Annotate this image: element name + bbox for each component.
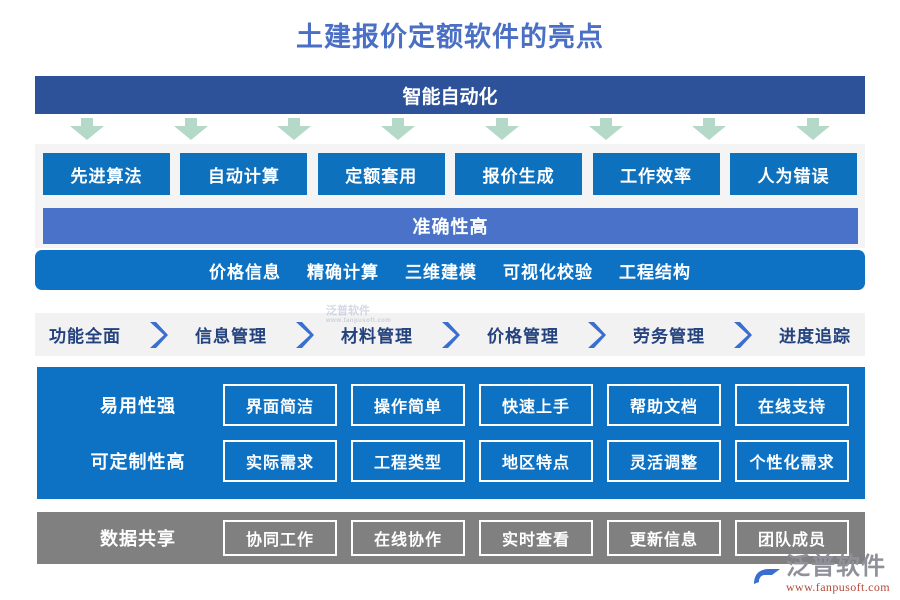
customization-cell[interactable]: 灵活调整: [607, 440, 721, 482]
automation-box[interactable]: 定额套用: [317, 153, 445, 195]
data-sharing-cell[interactable]: 在线协作: [351, 520, 465, 556]
usability-cell[interactable]: 操作简单: [351, 384, 465, 426]
usability-row: 易用性强 界面简洁 操作简单 快速上手 帮助文档 在线支持: [53, 384, 849, 426]
automation-box[interactable]: 报价生成: [455, 153, 583, 195]
automation-box[interactable]: 人为错误: [729, 153, 857, 195]
customization-row-label: 可定制性高: [90, 452, 186, 472]
feature-step-label[interactable]: 材料管理: [341, 327, 413, 346]
chevron-right-icon: [586, 320, 606, 350]
usability-panel: 易用性强 界面简洁 操作简单 快速上手 帮助文档 在线支持 可定制性高 实际需求…: [37, 367, 865, 499]
chevron-right-icon: [440, 320, 460, 350]
customization-cell[interactable]: 工程类型: [351, 440, 465, 482]
down-arrow-icon: [692, 118, 727, 140]
brand-url: www.fanpusoft.com: [785, 580, 890, 594]
chevron-right-icon: [732, 320, 752, 350]
down-arrow-icon: [381, 118, 416, 140]
data-sharing-panel: 数据共享 协同工作 在线协作 实时查看 更新信息 团队成员: [37, 512, 865, 564]
feature-step-label[interactable]: 信息管理: [195, 327, 267, 346]
page-title: 土建报价定额软件的亮点: [296, 22, 604, 52]
data-sharing-cell[interactable]: 实时查看: [479, 520, 593, 556]
brand-text: 泛普软件 www.fanpusoft.com: [786, 554, 890, 594]
down-arrow-icon: [277, 118, 312, 140]
down-arrow-icon: [484, 118, 519, 140]
accuracy-item[interactable]: 价格信息: [209, 262, 281, 282]
customization-cell[interactable]: 实际需求: [223, 440, 337, 482]
accuracy-items-bar: 价格信息 精确计算 三维建模 可视化校验 工程结构: [35, 250, 865, 290]
customization-cell[interactable]: 地区特点: [479, 440, 593, 482]
chevron-right-icon: [148, 320, 168, 350]
accuracy-item[interactable]: 工程结构: [619, 262, 691, 282]
customization-row-cells: 实际需求 工程类型 地区特点 灵活调整 个性化需求: [223, 440, 849, 482]
data-sharing-cells: 协同工作 在线协作 实时查看 更新信息 团队成员: [223, 520, 849, 556]
down-arrow-icon: [796, 118, 831, 140]
feature-step-label[interactable]: 功能全面: [49, 327, 121, 346]
brand-name: 泛普软件: [785, 554, 886, 580]
accuracy-item[interactable]: 精确计算: [307, 262, 379, 282]
usability-cell[interactable]: 在线支持: [735, 384, 849, 426]
data-sharing-cell[interactable]: 团队成员: [735, 520, 849, 556]
usability-cell[interactable]: 快速上手: [479, 384, 593, 426]
down-arrow-icon: [173, 118, 208, 140]
brand-logo: 泛普软件 www.fanpusoft.com: [752, 554, 890, 594]
automation-box[interactable]: 自动计算: [180, 153, 308, 195]
automation-box[interactable]: 先进算法: [43, 153, 170, 195]
usability-row-label: 易用性强: [100, 396, 176, 416]
fanpu-logo-icon: [752, 564, 782, 594]
chevron-right-icon: [294, 320, 314, 350]
feature-step-label[interactable]: 进度追踪: [779, 327, 851, 346]
down-arrow-icon: [69, 118, 104, 140]
feature-step-label[interactable]: 劳务管理: [633, 327, 705, 346]
section-accuracy-header-label: 准确性高: [412, 217, 489, 237]
data-sharing-cell[interactable]: 协同工作: [223, 520, 337, 556]
automation-box[interactable]: 工作效率: [592, 153, 720, 195]
feature-step-label[interactable]: 价格管理: [487, 327, 559, 346]
usability-cell[interactable]: 界面简洁: [223, 384, 337, 426]
features-chevron-band: 功能全面 信息管理 材料管理 价格管理 劳务管理 进度追踪: [35, 313, 865, 356]
section-automation-header: 智能自动化: [35, 76, 865, 114]
customization-row: 可定制性高 实际需求 工程类型 地区特点 灵活调整 个性化需求: [53, 440, 849, 482]
down-arrow-row: [35, 118, 865, 142]
accuracy-item[interactable]: 三维建模: [405, 262, 477, 282]
usability-row-cells: 界面简洁 操作简单 快速上手 帮助文档 在线支持: [223, 384, 849, 426]
section-accuracy-header: 准确性高: [43, 208, 858, 244]
customization-cell[interactable]: 个性化需求: [735, 440, 849, 482]
accuracy-item[interactable]: 可视化校验: [503, 262, 593, 282]
usability-cell[interactable]: 帮助文档: [607, 384, 721, 426]
data-sharing-label: 数据共享: [100, 529, 176, 549]
automation-boxes-row: 先进算法 自动计算 定额套用 报价生成 工作效率 人为错误: [35, 144, 865, 204]
section-automation-header-label: 智能自动化: [402, 86, 498, 108]
down-arrow-icon: [588, 118, 623, 140]
data-sharing-cell[interactable]: 更新信息: [607, 520, 721, 556]
